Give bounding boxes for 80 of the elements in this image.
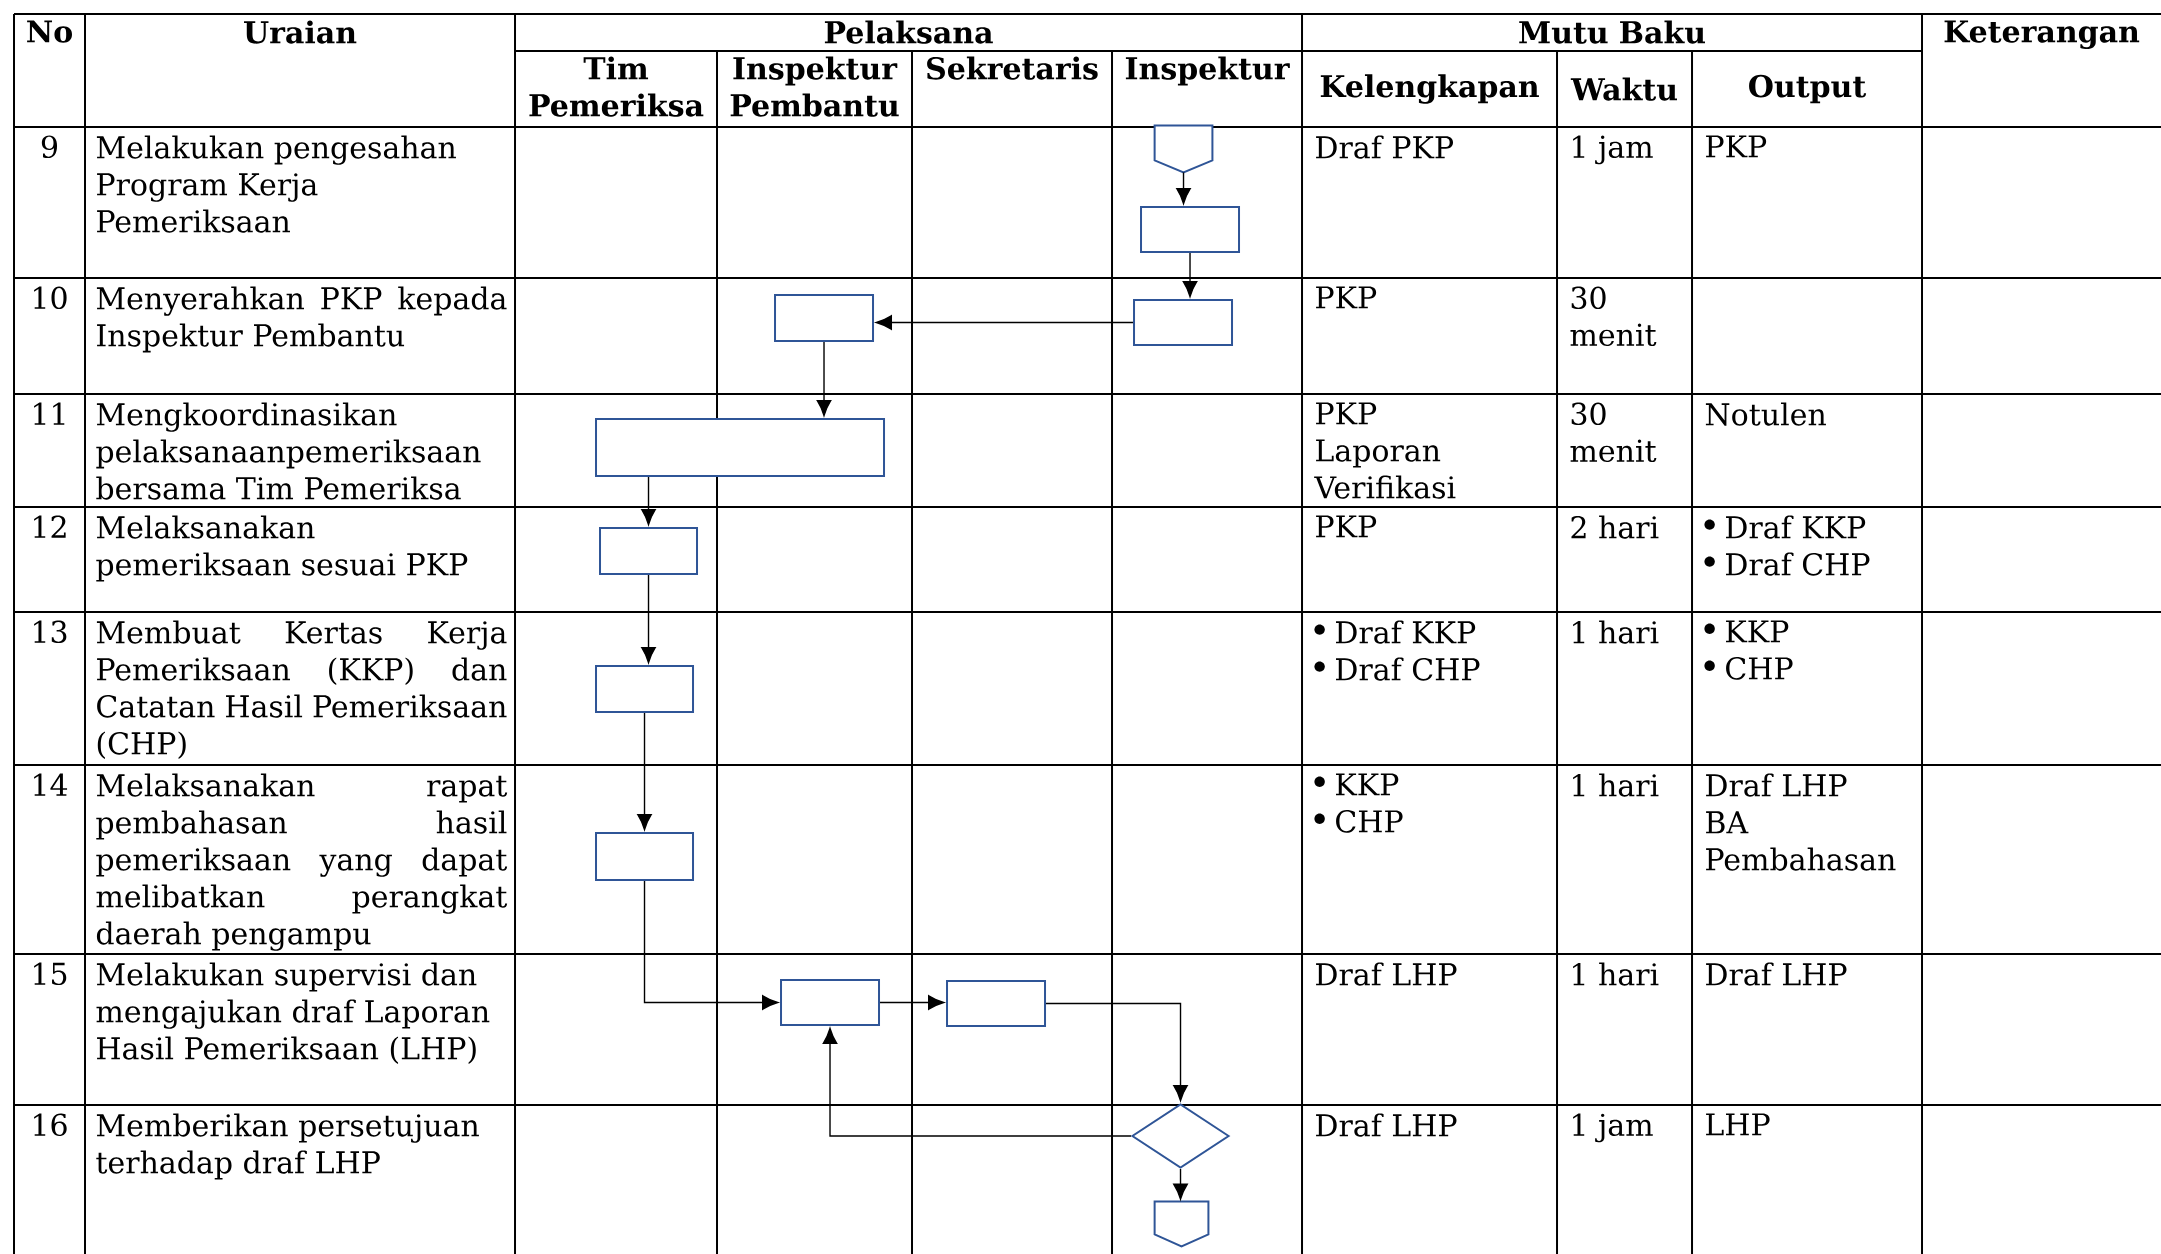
process-box — [1133, 299, 1233, 346]
column-header: Tim Pemeriksa — [529, 56, 704, 117]
column-header: Output — [1749, 74, 1867, 104]
arrow — [643, 880, 779, 1010]
step-description: Memberikan persetujuan terhadap draf LHP — [96, 1113, 479, 1180]
cell-text: Draf LHP — [1706, 773, 1847, 797]
step-description: Melakukan supervisi dan mengajukan draf Laporan Hasil Pemeriksaan (LHP) — [96, 962, 490, 1064]
process-box — [1140, 206, 1240, 253]
cell-text: 30 menit — [1570, 402, 1657, 463]
cell-text: 1 hari — [1573, 962, 1659, 986]
process-box — [780, 979, 880, 1026]
column-header: Uraian — [244, 20, 357, 44]
column-header: Keterangan — [1944, 20, 2140, 49]
process-box — [595, 665, 694, 713]
row-number: 13 — [34, 620, 67, 644]
process-box — [599, 527, 698, 575]
column-header: Mutu Baku — [1519, 20, 1705, 44]
row-number: 12 — [34, 515, 66, 538]
column-header: Kelengkapan — [1320, 74, 1539, 104]
list-item: KKP — [1704, 620, 1789, 643]
row-number: 16 — [34, 1113, 67, 1137]
arrow — [1173, 1168, 1188, 1200]
column-header: No — [27, 20, 72, 43]
arrow — [1045, 1002, 1188, 1102]
step-description: Mengkoordinasikan pelaksanaanpemeriksaan bersama Tim Pemeriksa — [96, 402, 481, 500]
list-item: CHP — [1314, 810, 1403, 833]
row-number: 14 — [34, 773, 68, 796]
step-description: Menyerahkan PKP kepada Inspektur Pembantu — [96, 286, 507, 353]
list-item: Draf CHP — [1704, 552, 1870, 576]
cell-text: 1 hari — [1573, 773, 1659, 797]
arrow — [816, 341, 832, 417]
cell-text: Draf PKP — [1316, 135, 1453, 159]
offpage-connector — [1153, 1200, 1210, 1248]
cell-text: BA Pembahasan — [1706, 811, 1896, 871]
list-item: KKP — [1314, 773, 1399, 796]
cell-text: PKP — [1316, 402, 1377, 425]
arrow — [641, 574, 656, 664]
cell-text: PKP — [1316, 286, 1377, 309]
cell-text: 1 jam — [1573, 135, 1653, 165]
cell-text: 1 hari — [1573, 620, 1659, 644]
row-number: 15 — [34, 962, 67, 986]
cell-text: 1 jam — [1573, 1113, 1653, 1143]
column-header: Waktu — [1570, 77, 1677, 101]
step-description: Melakukan pengesahan Program Kerja Pemeriksaan — [96, 135, 456, 233]
arrow — [875, 315, 1134, 330]
cell-text: 30 menit — [1570, 286, 1657, 347]
list-item: Draf KKP — [1314, 620, 1476, 644]
cell-text: Draf LHP — [1316, 1113, 1457, 1137]
process-box — [595, 832, 694, 881]
step-description: Melaksanakan rapat pembahasan hasil pemeriksaan yang dapat melibatkan perangkat daerah pengampu — [96, 773, 508, 951]
cell-text: 2 hari — [1571, 515, 1659, 539]
list-item: CHP — [1704, 657, 1793, 680]
cell-text: LHP — [1706, 1113, 1770, 1136]
list-item: Draf CHP — [1314, 657, 1480, 681]
cell-text: Draf LHP — [1706, 962, 1847, 986]
arrow — [822, 1027, 1132, 1137]
arrow — [1182, 252, 1198, 298]
cell-text: Notulen — [1705, 402, 1826, 426]
column-header: Inspektur — [1125, 56, 1290, 86]
arrow — [879, 995, 945, 1010]
list-item: Draf KKP — [1704, 515, 1866, 539]
arrow — [637, 712, 652, 831]
process-box — [774, 294, 874, 342]
arrow — [1176, 171, 1191, 205]
process-box — [946, 980, 1046, 1027]
column-header: Inspektur Pembantu — [730, 56, 899, 117]
column-header: Pelaksana — [824, 20, 993, 44]
offpage-connector — [1153, 124, 1214, 174]
process-box — [595, 418, 885, 477]
column-header: Sekretaris — [927, 56, 1098, 80]
cell-text: Draf LHP — [1316, 962, 1457, 986]
cell-text: PKP — [1316, 515, 1377, 538]
row-number: 11 — [34, 402, 65, 425]
arrow — [641, 476, 656, 526]
cell-text: PKP — [1706, 135, 1767, 158]
step-description: Melaksanakan pemeriksaan sesuai PKP — [96, 515, 468, 582]
step-description: Membuat Kertas Kerja Pemeriksaan (KKP) dan Catatan Hasil Pemeriksaan (CHP) — [96, 620, 507, 759]
cell-text: Laporan Verifikasi — [1314, 439, 1456, 499]
row-number: 10 — [34, 286, 67, 310]
row-number: 9 — [41, 135, 58, 159]
